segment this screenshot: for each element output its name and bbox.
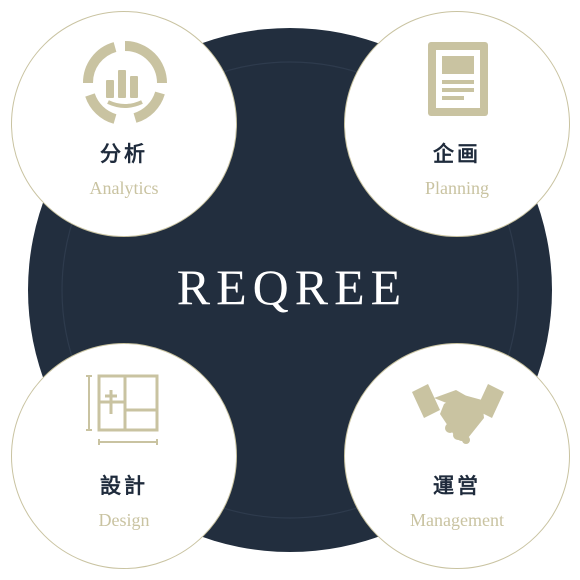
planning-label-en: Planning <box>424 178 489 198</box>
management-label-ja: 運営 <box>433 474 481 498</box>
node-planning: 企画 Planning <box>344 11 570 237</box>
document-icon <box>428 42 488 116</box>
brand-title: REQREE <box>176 259 408 315</box>
analytics-label-ja: 分析 <box>100 142 148 166</box>
planning-label-ja: 企画 <box>433 142 481 166</box>
analytics-label-en: Analytics <box>89 178 159 198</box>
design-label-ja: 設計 <box>100 474 148 498</box>
floor-plan-icon <box>86 374 159 445</box>
node-analytics: 分析 Analytics <box>11 11 237 237</box>
handshake-icon <box>412 384 504 444</box>
management-label-en: Management <box>410 510 504 530</box>
design-label-en: Design <box>98 510 150 530</box>
analytics-chart-icon <box>82 41 167 124</box>
node-management: 運営 Management <box>344 343 570 569</box>
node-design: 設計 Design <box>11 343 237 569</box>
